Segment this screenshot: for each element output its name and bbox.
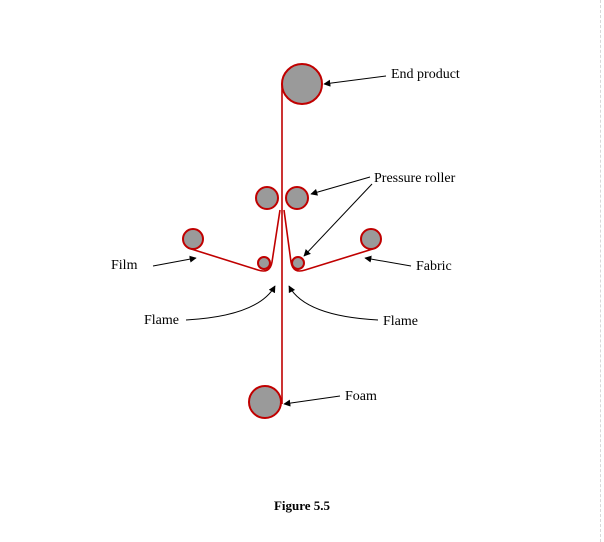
pressure-roller-arrow-lower [303,183,373,257]
foam-arrow [283,395,341,407]
guide-roller-left [257,256,271,270]
rolls [182,63,382,419]
film-roll [182,228,204,250]
fabric-label: Fabric [416,259,452,274]
labels: End product Pressure roller Film Fabric … [111,67,460,404]
flame-left-label: Flame [144,313,179,328]
film-arrow [152,255,197,267]
end-product-arrow [323,75,387,87]
leader-arrows [152,75,412,407]
fabric-arrow [364,255,412,267]
end-product-roll [281,63,323,105]
flame-right-label: Flame [383,314,418,329]
flame-left-arrow [185,285,276,321]
end-product-label: End product [391,67,460,82]
figure-caption: Figure 5.5 [274,498,331,513]
pressure-roller-left [255,186,279,210]
pressure-roller-arrow-upper [310,176,371,196]
page-border [600,0,601,542]
film-label: Film [111,258,138,273]
fabric-roll [360,228,382,250]
flame-right-arrow [288,285,379,321]
foam-roll [248,385,282,419]
film-web-path [187,209,281,272]
pressure-roller-right [285,186,309,210]
fabric-web-path [283,209,377,272]
guide-roller-right [291,256,305,270]
pressure-roller-label: Pressure roller [374,171,456,186]
material-web [187,84,377,404]
foam-label: Foam [345,389,377,404]
